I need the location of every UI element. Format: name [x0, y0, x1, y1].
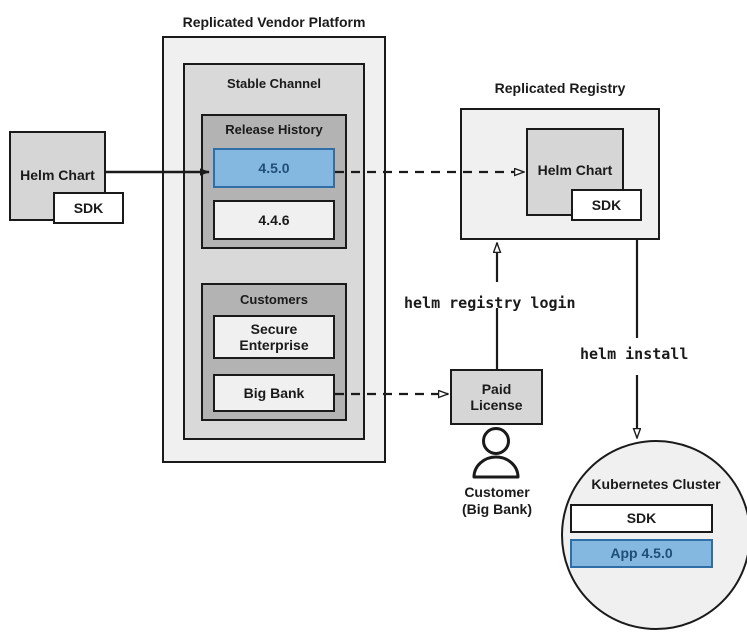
person-icon — [472, 427, 520, 479]
source-sdk[interactable]: SDK — [53, 192, 124, 224]
customer-person-label-line1: Customer — [464, 484, 530, 500]
cluster-sdk[interactable]: SDK — [570, 504, 713, 533]
kubernetes-cluster-container — [561, 440, 747, 630]
vendor-platform-title: Replicated Vendor Platform — [182, 14, 366, 30]
customer-person-label-line2: (Big Bank) — [462, 501, 532, 517]
release-version-4-5-0[interactable]: 4.5.0 — [213, 148, 335, 188]
customer-secure-enterprise-line2: Enterprise — [239, 337, 309, 353]
paid-license-line1: Paid — [481, 380, 512, 397]
helm-registry-login-command: helm registry login — [404, 294, 576, 312]
paid-license-line2: License — [470, 397, 523, 413]
helm-install-command: helm install — [580, 345, 689, 363]
kubernetes-cluster-label: Kubernetes Cluster — [591, 476, 721, 492]
registry-title: Replicated Registry — [494, 80, 626, 96]
registry-sdk[interactable]: SDK — [571, 189, 642, 221]
release-history-label: Release History — [225, 122, 323, 137]
release-version-4-4-6[interactable]: 4.4.6 — [213, 200, 335, 240]
customer-secure-enterprise-line1: Secure — [250, 320, 298, 337]
stable-channel-label: Stable Channel — [227, 76, 321, 91]
customers-label: Customers — [240, 292, 308, 307]
customer-big-bank[interactable]: Big Bank — [213, 374, 335, 412]
customer-secure-enterprise[interactable]: Secure Enterprise — [213, 315, 335, 359]
paid-license[interactable]: Paid License — [450, 369, 543, 425]
cluster-app-version[interactable]: App 4.5.0 — [570, 539, 713, 568]
